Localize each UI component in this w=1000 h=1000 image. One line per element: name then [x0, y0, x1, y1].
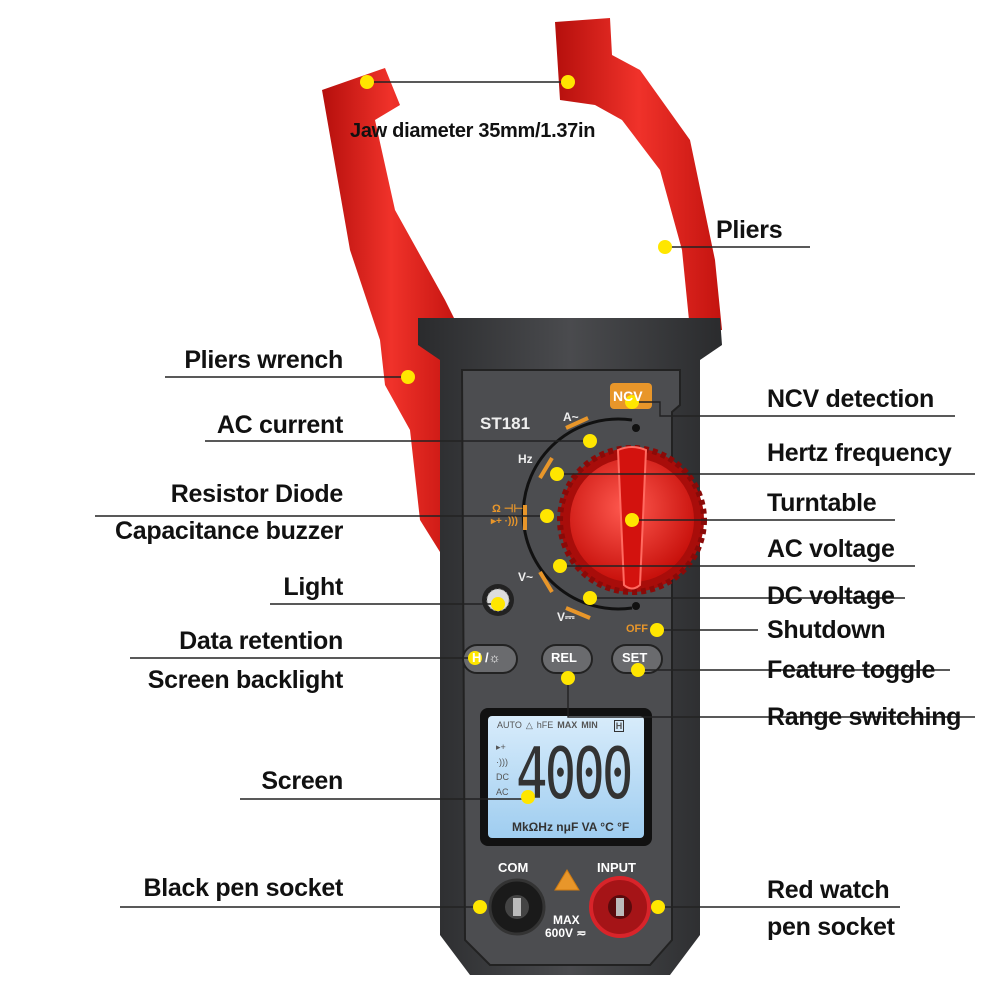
dial-v-ac: V~: [518, 570, 534, 584]
lcd-auto: AUTO: [497, 720, 522, 730]
callout-pliers: Pliers: [716, 216, 783, 244]
lcd-ac: AC: [496, 787, 509, 797]
callout-pen-socket: pen socket: [767, 913, 895, 941]
callout-ac-current: AC current: [216, 411, 343, 439]
lcd-rel: △: [525, 720, 533, 730]
callout-red-watch: Red watch: [767, 876, 890, 904]
dial-off: OFF: [626, 623, 648, 635]
model-label: ST181: [480, 414, 531, 433]
callout-feature-toggle: Feature toggle: [767, 656, 936, 684]
dial-hz: Hz: [518, 452, 533, 466]
voltage-rating: 600V ≂: [545, 926, 587, 940]
callout-resistor-diode: Resistor Diode: [170, 480, 344, 508]
callout-shutdown: Shutdown: [767, 616, 886, 644]
left-jaw: [322, 68, 460, 560]
dial-ohm-cap: Ω ⊣⊢: [492, 503, 524, 515]
set-button[interactable]: SET: [622, 650, 648, 665]
callout-pliers-wrench: Pliers wrench: [184, 346, 343, 374]
lcd-buzzer: ·))): [496, 757, 508, 767]
callout-range-switching: Range switching: [767, 703, 962, 731]
lcd-top-indicators: AUTO △ hFE MAX MIN H: [497, 720, 625, 732]
hold-backlight-button[interactable]: H /☼: [472, 650, 501, 665]
lcd-dc: DC: [496, 772, 509, 782]
callout-turntable: Turntable: [767, 489, 877, 517]
right-jaw: [555, 18, 722, 330]
callout-dc-voltage: DC voltage: [767, 582, 895, 610]
callout-data-retention: Data retention: [179, 627, 343, 655]
callout-capacitance-buzzer: Capacitance buzzer: [114, 517, 343, 545]
ncv-label: NCV: [613, 388, 643, 404]
lcd-left-indicators: ▸+ ·))) DC AC: [496, 740, 509, 800]
lcd-reading: 4000: [516, 733, 633, 815]
callout-ncv-detection: NCV detection: [767, 385, 934, 413]
lcd-diode: ▸+: [496, 742, 506, 752]
input-label: INPUT: [597, 860, 636, 875]
lcd-hfe: hFE: [536, 720, 554, 730]
lcd-units: MkΩHz nμF VA °C °F: [512, 820, 630, 834]
dial-diode-buzzer: ▸+ ·))): [491, 516, 518, 527]
callout-dots: [360, 75, 672, 914]
callout-black-pen-socket: Black pen socket: [143, 874, 344, 902]
max-label: MAX: [553, 913, 580, 927]
lcd-hold: H: [613, 720, 625, 732]
com-label: COM: [498, 860, 529, 875]
callout-screen: Screen: [261, 767, 343, 795]
dial-a-ac: A~: [563, 410, 579, 424]
lcd-max: MAX: [557, 720, 578, 730]
jaw-diameter-label: Jaw diameter 35mm/1.37in: [350, 120, 596, 142]
rel-button[interactable]: REL: [551, 650, 577, 665]
callout-screen-backlight: Screen backlight: [147, 666, 344, 694]
callout-hertz-frequency: Hertz frequency: [767, 439, 952, 467]
callout-lines: [95, 81, 975, 908]
dial-v-dc: V⎓: [557, 610, 575, 624]
callout-ac-voltage: AC voltage: [767, 535, 895, 563]
lcd-min: MIN: [581, 720, 598, 730]
callout-light: Light: [283, 573, 343, 601]
